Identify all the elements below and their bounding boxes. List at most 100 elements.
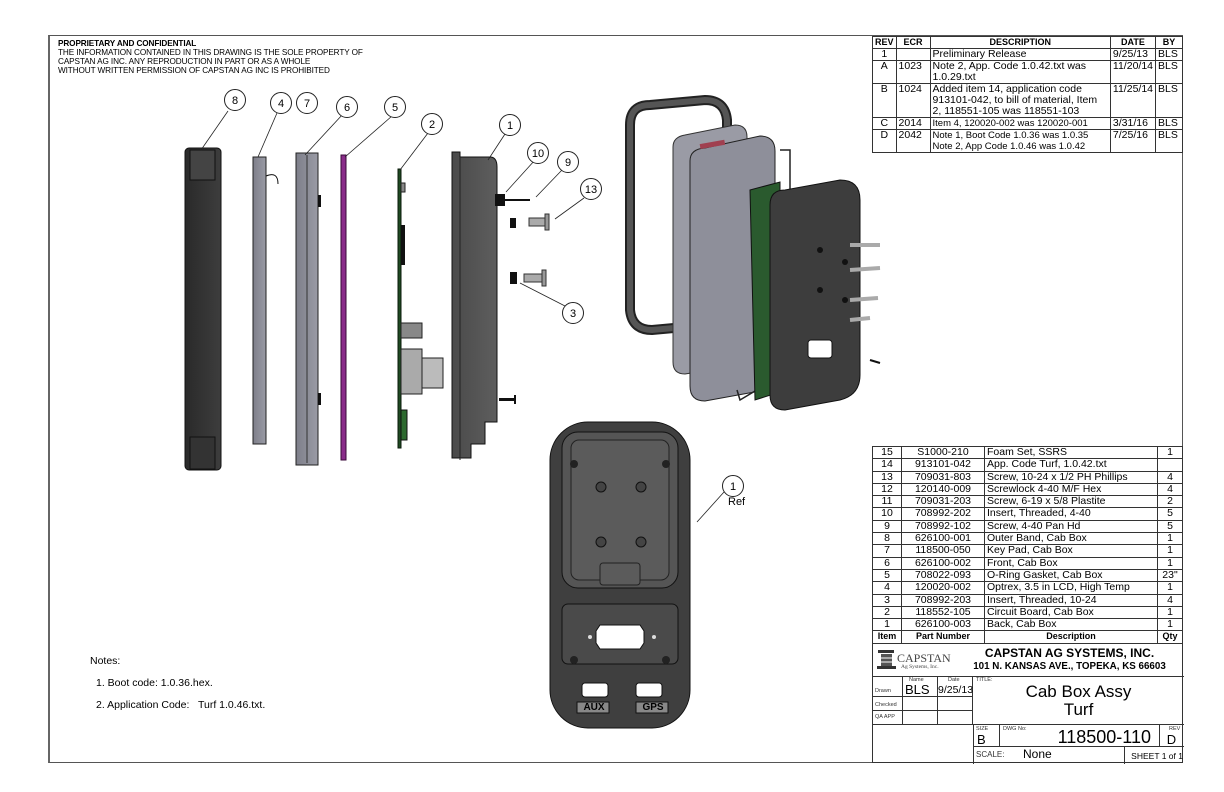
callout-1-ref: 1 (722, 475, 744, 497)
callout-3: 3 (562, 302, 584, 324)
proprietary-notice: PROPRIETARY AND CONFIDENTIAL THE INFORMA… (58, 39, 363, 75)
revision-letter: D (1166, 732, 1177, 747)
description-cell: Outer Band, Cab Box (984, 532, 1158, 546)
item-cell: 9 (872, 519, 902, 534)
qty-cell: 23" (1157, 568, 1183, 583)
ecr-cell: 1024 (895, 83, 931, 118)
divider (1159, 724, 1160, 746)
description-cell: Screw, 4-40 Pan Hd (984, 519, 1158, 534)
revision-row: A 1023 Note 2, App. Code 1.0.42.txt was … (872, 60, 1183, 84)
qty-cell: 4 (1157, 470, 1183, 484)
rev-cell: C (872, 117, 897, 130)
proprietary-line: CAPSTAN AG INC. ANY REPRODUCTION IN PART… (58, 57, 311, 66)
item-cell: 1 (872, 618, 902, 632)
drawing-number: 118500-110 (1057, 727, 1151, 747)
scale-label: SCALE: (976, 750, 1005, 759)
item-cell: 11 (872, 495, 902, 509)
callout-1: 1 (499, 114, 521, 136)
signoff-grid (873, 676, 973, 724)
item-cell: 14 (872, 458, 902, 472)
desc-cell: Note 2, App. Code 1.0.42.txt was 1.0.29.… (929, 60, 1111, 84)
part-number-cell: 913101-042 (901, 458, 985, 472)
company-address: 101 N. KANSAS AVE., TOPEKA, KS 66603 (973, 661, 1166, 672)
drawing-title-line2: Turf (1063, 700, 1094, 719)
proprietary-line: WITHOUT WRITTEN PERMISSION OF CAPSTAN AG… (58, 66, 330, 75)
description-cell: Foam Set, SSRS (984, 445, 1158, 460)
callout-6: 6 (336, 96, 358, 118)
part-number-cell: 708992-203 (901, 593, 985, 607)
divider (1124, 746, 1125, 764)
rev-cell: A (872, 60, 897, 84)
sheet-number: SHEET 1 of 1 (1131, 751, 1183, 761)
drawn-label: Drawn (875, 688, 891, 694)
size-label: SIZE (976, 726, 989, 732)
callout-5: 5 (384, 96, 406, 118)
title-label: TITLE: (976, 677, 993, 683)
item-cell: 5 (872, 568, 902, 583)
notes-heading: Notes: (90, 655, 121, 667)
qty-cell: 1 (1157, 532, 1183, 546)
date-cell: 11/20/14 (1109, 60, 1157, 84)
item-cell: 12 (872, 482, 902, 497)
part-number-cell: 709031-203 (901, 495, 985, 509)
rev-cell: B (872, 83, 897, 118)
divider (873, 696, 973, 697)
notes: Notes: 1. Boot code: 1.0.36.hex. 2. Appl… (90, 655, 265, 721)
description-cell: Circuit Board, Cab Box (984, 605, 1158, 620)
dwg-no-label: DWG No: (1003, 726, 1027, 732)
logo-subtext: Ag Systems, Inc. (901, 664, 939, 670)
scale-value: None (1023, 747, 1052, 761)
item-cell: 4 (872, 581, 902, 595)
qty-cell (1157, 458, 1183, 472)
revision-row: D 2042 Note 1, Boot Code 1.0.36 was 1.0.… (872, 129, 1183, 153)
qty-cell: 1 (1157, 556, 1183, 570)
qty-cell: 1 (1157, 581, 1183, 595)
rev-cell: D (872, 129, 897, 153)
ecr-col-header: ECR (895, 36, 931, 49)
part-number-cell: 626100-001 (901, 532, 985, 546)
callout-9: 9 (557, 151, 579, 173)
item-cell: 6 (872, 556, 902, 570)
description-cell: Screw, 6-19 x 5/8 Plastite (984, 495, 1158, 509)
qty-cell: 1 (1157, 544, 1183, 558)
date-cell: 7/25/16 (1109, 129, 1157, 153)
divider (973, 724, 974, 764)
by-cell: BLS (1155, 129, 1183, 153)
drawing-border (48, 35, 1183, 763)
by-cell: BLS (1155, 48, 1183, 61)
part-number-cell: 120140-009 (901, 482, 985, 497)
by-cell: BLS (1155, 60, 1183, 84)
description-cell: Insert, Threaded, 4-40 (984, 507, 1158, 521)
item-cell: 15 (872, 445, 902, 460)
callout-10: 10 (527, 142, 549, 164)
by-cell: BLS (1155, 83, 1183, 118)
sheet-size: B (977, 732, 986, 747)
description-col-header: DESCRIPTION (929, 36, 1111, 49)
desc-cell: Item 4, 120020-002 was 120020-001 (929, 117, 1111, 130)
date-cell: 9/25/13 (1109, 48, 1157, 61)
revision-row: C 2014 Item 4, 120020-002 was 120020-001… (872, 117, 1183, 130)
callout-2: 2 (421, 113, 443, 135)
part-number-cell: 118500-050 (901, 544, 985, 558)
item-cell: 8 (872, 532, 902, 546)
part-number-cell: 708992-102 (901, 519, 985, 534)
part-number-col-header: Part Number (901, 630, 985, 644)
revision-table: REV ECR DESCRIPTION DATE BY 1 Preliminar… (872, 36, 1183, 153)
item-cell: 3 (872, 593, 902, 607)
desc-cell: Preliminary Release (929, 48, 1111, 61)
title-block: CAPSTAN Ag Systems, Inc. CAPSTAN AG SYST… (872, 643, 1184, 764)
rev-cell: 1 (872, 48, 897, 61)
drawing-title-line1: Cab Box Assy (1025, 682, 1132, 701)
qty-cell: 4 (1157, 482, 1183, 497)
date-cell: 3/31/16 (1109, 117, 1157, 130)
qty-cell: 2 (1157, 495, 1183, 509)
qty-cell: 4 (1157, 593, 1183, 607)
capstan-logo-icon (877, 650, 896, 669)
divider (873, 676, 1184, 677)
